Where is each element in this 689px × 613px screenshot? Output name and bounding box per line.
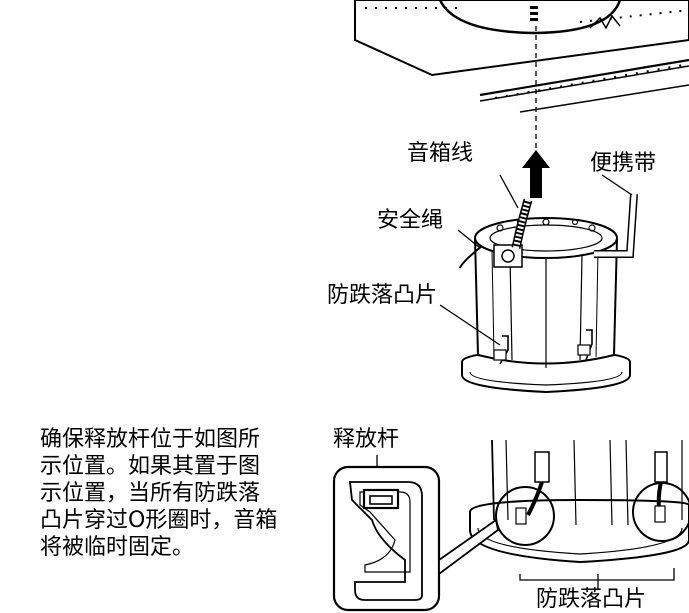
- instruction-line: 凸片穿过O形圈时，音箱: [40, 508, 278, 533]
- speaker-wire-cable: [511, 198, 533, 249]
- instruction-line: 示位置。如果其置于图: [40, 454, 261, 479]
- speaker-illustration: [461, 217, 631, 394]
- anti-fall-tabs-bottom-label: 防跌落凸片: [536, 587, 647, 612]
- up-arrow-icon: [522, 150, 550, 198]
- anti-fall-tab-label: 防跌落凸片: [327, 283, 438, 308]
- safety-wire-label: 安全绳: [377, 208, 444, 233]
- safety-wire: [459, 245, 483, 269]
- carry-strap: [594, 193, 638, 258]
- ceiling-panel: [354, 0, 689, 113]
- leader-lines: [376, 174, 675, 590]
- release-lever-label: 释放杆: [333, 427, 400, 452]
- release-lever-callout: [332, 465, 499, 612]
- detail-closeup: [469, 439, 689, 564]
- instruction-line: 将被临时固定。: [40, 535, 195, 560]
- speaker-wire-label: 音箱线: [407, 141, 474, 166]
- instruction-line: 确保释放杆位于如图所: [40, 427, 261, 452]
- carry-strap-label: 便携带: [590, 151, 657, 176]
- center-guide-line: [530, 6, 538, 150]
- instruction-text: 确保释放杆位于如图所 示位置。如果其置于图 示位置，当所有防跌落 凸片穿过O形圈…: [40, 426, 305, 561]
- instruction-line: 示位置，当所有防跌落: [40, 481, 261, 506]
